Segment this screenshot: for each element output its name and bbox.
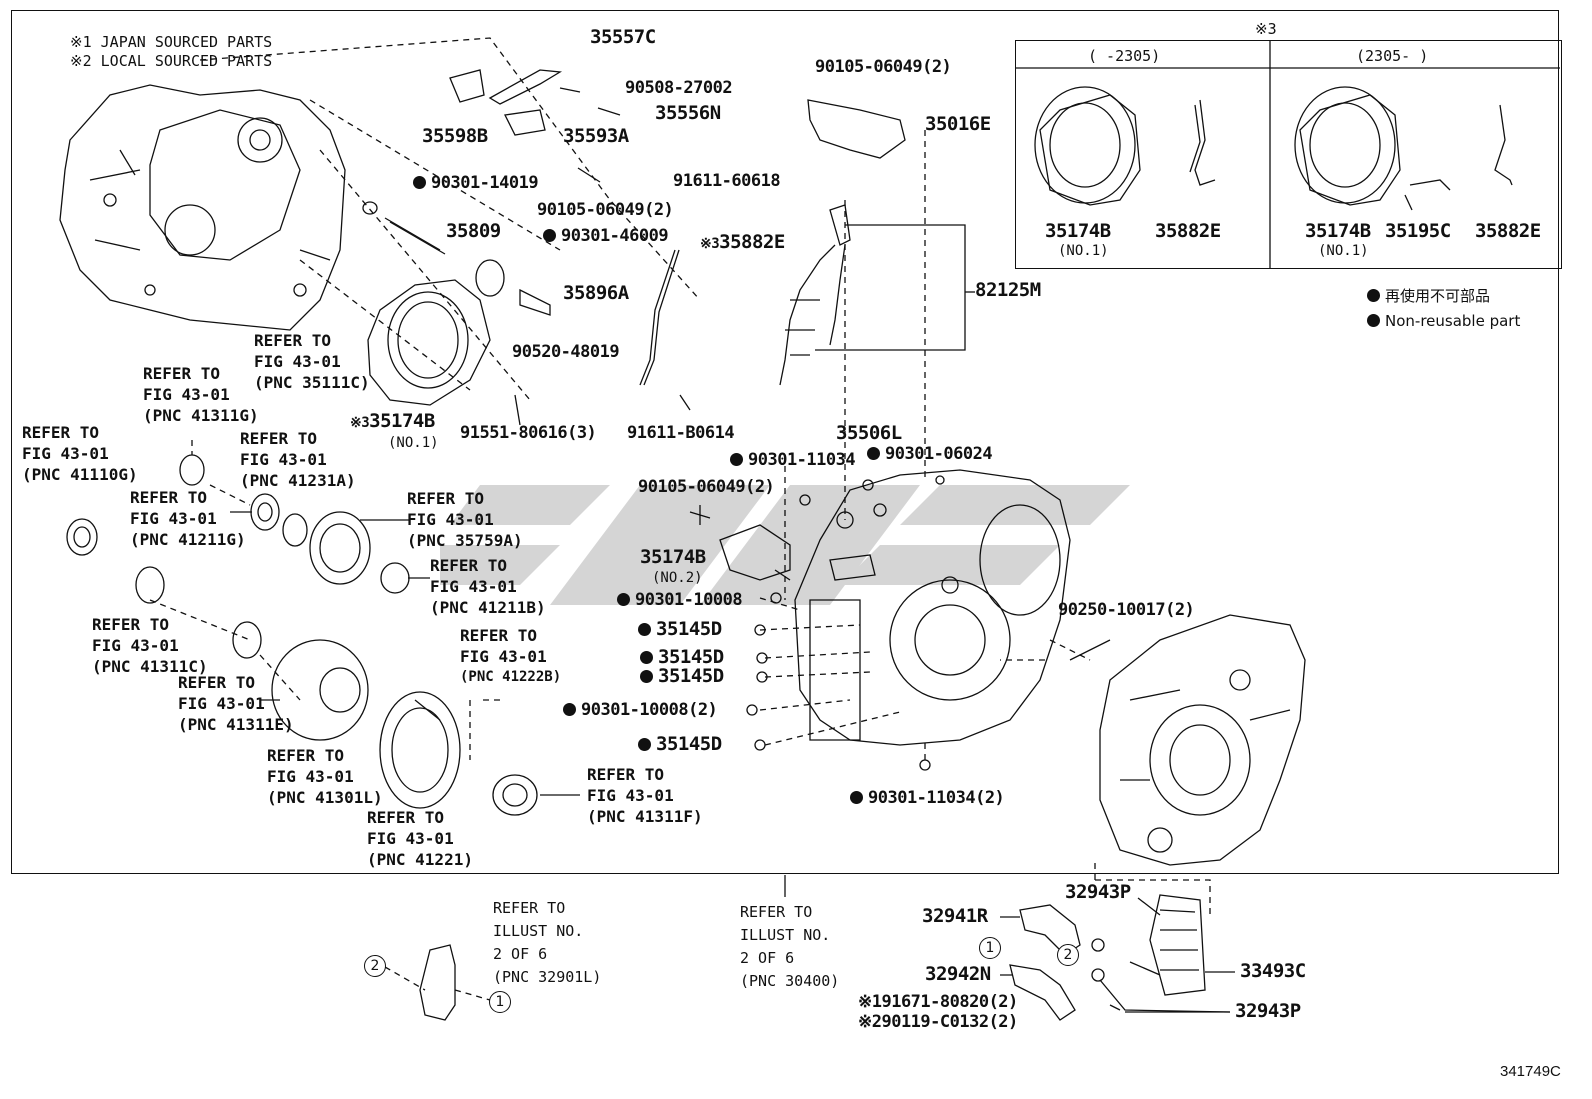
part-90119-C0132[interactable]: ※290119-C0132(2) [858,1012,1018,1032]
part-35174B-no2[interactable]: 35174B [640,546,706,568]
non-reusable-dot-icon [638,623,651,636]
inset-left-range: ( -2305) [1088,47,1161,65]
part-90301-46009[interactable]: 90301-46009 [543,227,669,246]
transaxle-case-drawing [59,84,346,331]
part-90508-27002[interactable]: 90508-27002 [625,78,733,98]
non-reusable-dot-icon [850,791,863,804]
part-35174B-no2-sub: (NO.2) [652,570,703,586]
main-diagram-frame [11,10,1559,874]
non-reusable-dot-icon [543,229,556,242]
callout-circle-1: 1 [489,991,511,1013]
part-35145D-3[interactable]: 35145D [640,667,724,686]
part-35882E[interactable]: ※335882E [700,231,785,253]
part-35896A[interactable]: 35896A [563,282,629,304]
part-35145D-4[interactable]: 35145D [638,735,722,754]
callout-circle-1: 1 [979,937,1001,959]
note-japan-sourced: ※1 JAPAN SOURCED PARTS [70,33,273,51]
part-91671-80820[interactable]: ※191671-80820(2) [858,992,1018,1012]
part-90105-06049-low[interactable]: 90105-06049(2) [638,477,775,497]
inset-right-part-1-sub: (NO.1) [1318,243,1369,259]
part-91551-80616[interactable]: 91551-80616(3) [460,423,597,443]
inset-right-range: (2305- ) [1356,47,1429,65]
part-90301-11034[interactable]: 90301-11034 [730,451,856,470]
legend-non-reusable-en: Non-reusable part [1367,312,1520,331]
callout-circle-2: 2 [1057,944,1079,966]
part-90301-14019[interactable]: 90301-14019 [413,174,539,193]
inset-left-part-1[interactable]: 35174B [1045,220,1111,242]
main-case-drawing [794,469,1071,746]
part-35809[interactable]: 35809 [446,220,501,242]
part-82125M[interactable]: 82125M [975,279,1041,301]
part-90250-10017[interactable]: 90250-10017(2) [1058,600,1195,620]
part-32943P-top[interactable]: 32943P [1065,881,1131,903]
non-reusable-dot-icon [1367,289,1380,302]
inset-right-part-3[interactable]: 35882E [1475,220,1541,242]
part-35556N[interactable]: 35556N [655,102,721,124]
inset-marker: ※3 [1255,20,1277,38]
part-90301-10008-2[interactable]: 90301-10008(2) [563,701,718,720]
legend-non-reusable-jp: 再使用不可部品 [1367,287,1490,306]
part-32943P-bottom[interactable]: 32943P [1235,1000,1301,1022]
part-32942N[interactable]: 32942N [925,963,991,985]
part-90301-10008[interactable]: 90301-10008 [617,591,743,610]
part-91611-60618[interactable]: 91611-60618 [673,171,781,191]
non-reusable-dot-icon [867,447,880,460]
part-35145D-2[interactable]: 35145D [640,648,724,667]
inset-left-part-1-sub: (NO.1) [1058,243,1109,259]
non-reusable-dot-icon [640,670,653,683]
non-reusable-dot-icon [1367,314,1380,327]
note-local-sourced: ※2 LOCAL SOURCED PARTS [70,52,273,70]
part-35016E[interactable]: 35016E [925,113,991,135]
non-reusable-dot-icon [413,176,426,189]
part-35557C[interactable]: 35557C [590,26,656,48]
part-35593A[interactable]: 35593A [563,125,629,147]
callout-circle-2: 2 [364,955,386,977]
bell-cover-drawing [367,279,491,406]
part-35598B[interactable]: 35598B [422,125,488,147]
inset-frame [1015,40,1562,269]
part-91611-B0614[interactable]: 91611-B0614 [627,423,735,443]
side-case-drawing [1099,614,1306,866]
part-32941R[interactable]: 32941R [922,905,988,927]
part-90105-06049-top[interactable]: 90105-06049(2) [815,57,952,77]
inset-right-part-1[interactable]: 35174B [1305,220,1371,242]
inset-right-part-2[interactable]: 35195C [1385,220,1451,242]
part-35506L[interactable]: 35506L [836,422,902,444]
part-35174B-no1[interactable]: ※335174B [350,410,435,432]
part-90301-11034-2[interactable]: 90301-11034(2) [850,789,1005,808]
part-90520-48019[interactable]: 90520-48019 [512,342,620,362]
non-reusable-dot-icon [640,651,653,664]
non-reusable-dot-icon [563,703,576,716]
non-reusable-dot-icon [617,593,630,606]
inset-left-part-2[interactable]: 35882E [1155,220,1221,242]
figure-id: 341749C [1500,1063,1561,1080]
part-90105-06049-mid[interactable]: 90105-06049(2) [537,200,674,220]
part-35174B-no1-sub: (NO.1) [388,435,439,451]
part-35145D-1[interactable]: 35145D [638,620,722,639]
watermark-logo [440,485,1130,605]
non-reusable-dot-icon [730,453,743,466]
non-reusable-dot-icon [638,738,651,751]
part-90301-06024[interactable]: 90301-06024 [867,445,993,464]
part-33493C[interactable]: 33493C [1240,960,1306,982]
